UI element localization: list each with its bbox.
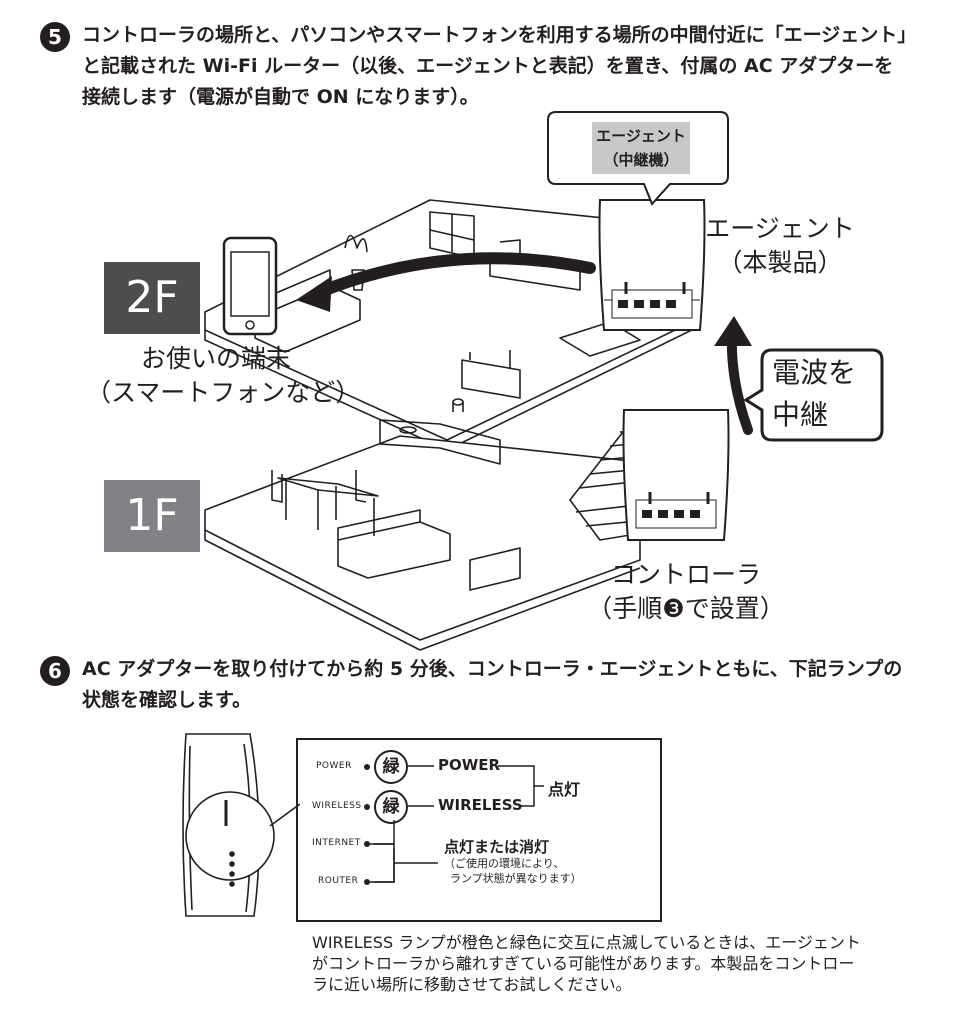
floor-1f-badge: 1F bbox=[104, 480, 200, 552]
lit-or-off-note: （ご使用の環境により、 ランプ状態が異なります） bbox=[444, 856, 582, 886]
note-line-3: ラに近い場所に移動させてお試しください。 bbox=[312, 975, 632, 994]
agent-label-line-2: （本製品） bbox=[717, 248, 843, 277]
step-6-text: AC アダプターを取り付けてから約 5 分後、コントローラ・エージェントともに、… bbox=[82, 654, 902, 716]
step-6-line-2: 状態を確認します。 bbox=[82, 689, 252, 711]
agent-label: エージェント （本製品） bbox=[700, 212, 860, 280]
power-lamp-name: POWER bbox=[438, 756, 501, 774]
router-lamp-label: ROUTER bbox=[318, 876, 359, 886]
internet-lamp-dot bbox=[364, 841, 370, 847]
lamp-status-box: POWER 緑 POWER WIRELESS 緑 WIRELESS 点灯 INT… bbox=[296, 738, 662, 922]
relay-label-line-1: 電波を bbox=[772, 356, 857, 389]
agent-relay-callout: エージェント （中継機） bbox=[592, 124, 690, 172]
router-side-view bbox=[182, 733, 300, 917]
step-5-line-3: 接続します（電源が自動で ON になります）。 bbox=[82, 86, 479, 108]
note-line-1: WIRELESS ランプが橙色と緑色に交互に点滅しているときは、エージェント bbox=[312, 933, 861, 952]
wireless-lamp-dot bbox=[364, 804, 370, 810]
note-line-2: がコントローラから離れすぎている可能性があります。本製品をコントロー bbox=[312, 954, 855, 973]
step-5-text: コントローラの場所と、パソコンやスマートフォンを利用する場所の中間付近に「エージ… bbox=[82, 20, 916, 113]
lit-or-off-note-line-1: （ご使用の環境により、 bbox=[444, 857, 565, 870]
power-lamp-label: POWER bbox=[316, 761, 352, 771]
router-lamp-dot bbox=[364, 879, 370, 885]
step-6-line-1: AC アダプターを取り付けてから約 5 分後、コントローラ・エージェントともに、… bbox=[82, 658, 903, 680]
agent-label-line-1: エージェント bbox=[705, 214, 855, 243]
lit-label: 点灯 bbox=[548, 780, 581, 799]
internet-lamp-label: INTERNET bbox=[312, 838, 361, 848]
step-5-line-1: コントローラの場所と、パソコンやスマートフォンを利用する場所の中間付近に「エージ… bbox=[82, 24, 917, 46]
power-lamp-dot bbox=[364, 764, 370, 770]
controller-label-line-2: （手順❸で設置） bbox=[587, 594, 785, 623]
step-5-badge: 5 bbox=[40, 22, 70, 52]
device-label-line-2: （スマートフォンなど） bbox=[86, 378, 361, 407]
wireless-lamp-name: WIRELESS bbox=[438, 796, 523, 814]
device-label: お使いの端末 （スマートフォンなど） bbox=[86, 342, 361, 410]
device-label-line-1: お使いの端末 bbox=[140, 344, 291, 373]
floor-2f-badge: 2F bbox=[104, 262, 200, 334]
step-5-line-2: と記載された Wi-Fi ルーター（以後、エージェントと表記）を置き、付属の A… bbox=[82, 55, 894, 77]
lit-or-off-label: 点灯または消灯 bbox=[444, 838, 550, 856]
step-6-badge: 6 bbox=[40, 656, 70, 686]
relay-label-line-2: 中継 bbox=[772, 398, 829, 431]
lamp-connector-lines bbox=[370, 765, 544, 883]
house-illustration bbox=[204, 111, 884, 651]
agent-relay-callout-line-1: エージェント bbox=[596, 127, 686, 145]
relay-label: 電波を 中継 bbox=[766, 352, 884, 436]
wireless-green-mark: 緑 bbox=[374, 790, 408, 824]
wireless-blink-note: WIRELESS ランプが橙色と緑色に交互に点滅しているときは、エージェント が… bbox=[312, 932, 932, 995]
power-green-mark: 緑 bbox=[374, 750, 408, 784]
controller-label: コントローラ （手順❸で設置） bbox=[586, 558, 786, 626]
agent-relay-callout-line-2: （中継機） bbox=[603, 151, 679, 169]
controller-label-line-1: コントローラ bbox=[610, 560, 761, 589]
lit-or-off-note-line-2: ランプ状態が異なります） bbox=[450, 872, 582, 885]
wireless-lamp-label: WIRELESS bbox=[312, 801, 362, 811]
